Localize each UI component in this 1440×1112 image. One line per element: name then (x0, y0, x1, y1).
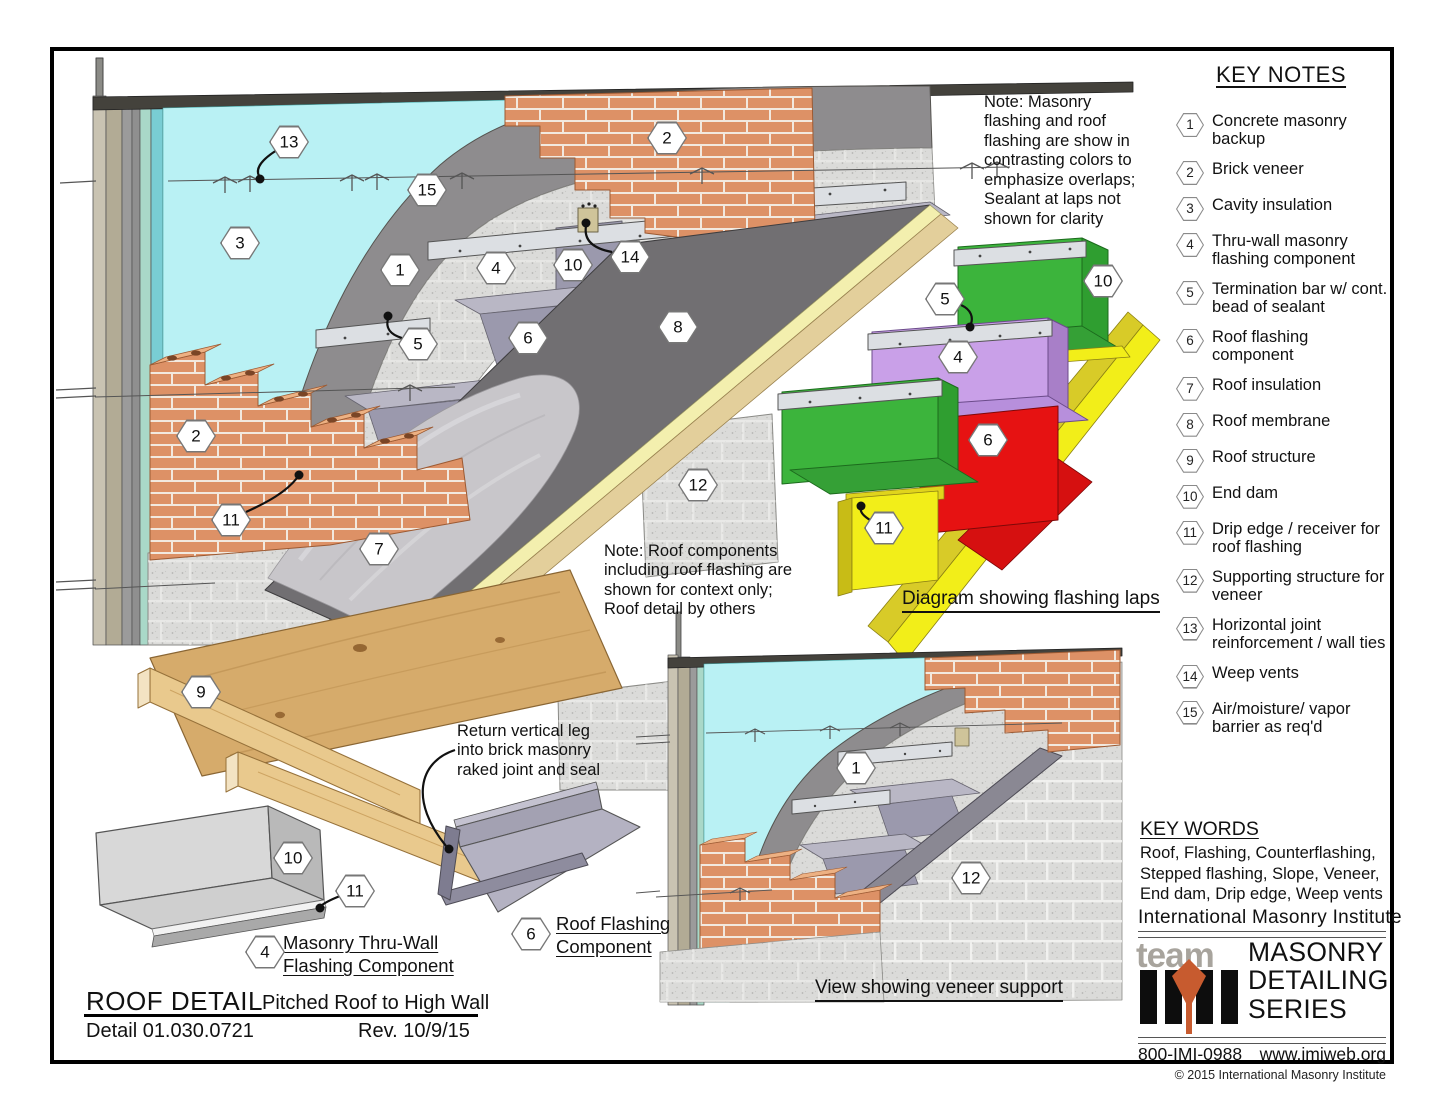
key-note-hex-8: 8 (1176, 412, 1204, 437)
key-words-list: Roof, Flashing, Counterflashing, Stepped… (1140, 844, 1383, 904)
copyright-text: © 2015 International Masonry Institute (1174, 1068, 1386, 1082)
leader-lines (245, 149, 973, 907)
key-note-item-10: 10 End dam (1176, 484, 1391, 509)
return-leg-note: Return vertical leg into brick masonry r… (457, 722, 601, 779)
key-note-hex-1: 1 (1176, 113, 1204, 137)
key-note-item-4: 4 Thru-wall masonry flashing component (1176, 232, 1391, 269)
key-note-item-13: 13 Horizontal joint reinforcement / wall … (1176, 616, 1391, 653)
key-note-hex-7: 7 (1176, 376, 1204, 401)
key-note-item-7: 7 Roof insulation (1176, 376, 1391, 401)
key-note-item-1: 1 Concrete masonry backup (1176, 112, 1391, 149)
revision-date: Rev. 10/9/15 (358, 1020, 470, 1042)
key-note-hex-14: 14 (1176, 664, 1204, 689)
key-note-label: Roof structure (1212, 447, 1316, 466)
key-note-label: Roof flashing component (1212, 327, 1309, 365)
key-notes-title: KEY NOTES (1216, 62, 1347, 87)
sheet-border (50, 47, 1394, 1064)
key-note-hex-2: 2 (1176, 160, 1204, 185)
flashing-laps-caption: Diagram showing flashing laps (902, 588, 1160, 613)
key-note-hex-13: 13 (1176, 616, 1204, 641)
key-note-label: Concrete masonry backup (1212, 112, 1347, 149)
veneer-support-caption: View showing veneer support (815, 977, 1063, 1002)
thru-wall-flashing-label: Masonry Thru-Wall Flashing Component (283, 932, 454, 977)
trowel-handle-icon (1186, 1002, 1192, 1034)
title-rule (84, 1014, 478, 1017)
key-words-title: KEY WORDS (1140, 818, 1259, 840)
key-note-label: Weep vents (1212, 663, 1299, 682)
key-note-label: Cavity insulation (1212, 195, 1333, 214)
key-note-hex-10: 10 (1176, 484, 1204, 509)
key-note-label: Termination bar w/ cont. bead of sealant (1212, 279, 1388, 317)
key-note-label: Roof membrane (1212, 411, 1331, 430)
key-note-item-14: 14 Weep vents (1176, 664, 1391, 689)
rule-top (1138, 931, 1386, 938)
key-note-label: Thru-wall masonry flashing component (1212, 231, 1356, 269)
key-note-label: Roof insulation (1212, 375, 1322, 394)
key-note-item-9: 9 Roof structure (1176, 448, 1391, 473)
key-note-item-5: 5 Termination bar w/ cont. bead of sealan… (1176, 280, 1391, 317)
leader-dots (255, 174, 975, 913)
key-note-hex-12: 12 (1176, 568, 1204, 593)
roof-flashing-component-drawing (437, 781, 641, 913)
masonry-flashing-note: Note: Masonry flashing and roof flashing… (984, 93, 1136, 228)
key-note-label: Air/moisture/ vapor barrier as req'd (1212, 699, 1351, 737)
roof-context-note: Note: Roof components including roof fla… (604, 542, 793, 619)
key-note-item-8: 8 Roof membrane (1176, 412, 1391, 437)
phone-number: 800-IMI-0988 (1138, 1044, 1243, 1064)
key-note-hex-4: 4 (1176, 232, 1204, 257)
key-note-item-2: 2 Brick veneer (1176, 160, 1391, 185)
sheet-subtitle: Pitched Roof to High Wall (262, 992, 490, 1014)
key-note-hex-15: 15 (1176, 700, 1204, 725)
key-note-hex-3: 3 (1176, 196, 1204, 221)
key-note-label: End dam (1212, 483, 1279, 502)
key-note-item-11: 11 Drip edge / receiver for roof flashing (1176, 520, 1391, 557)
veneer-support-drawing (635, 611, 1123, 1006)
key-note-hex-9: 9 (1176, 448, 1204, 473)
key-note-item-6: 6 Roof flashing component (1176, 328, 1391, 365)
key-note-item-15: 15 Air/moisture/ vapor barrier as req'd (1176, 700, 1391, 737)
sheet-title: ROOF DETAIL (86, 986, 263, 1016)
detail-number: Detail 01.030.0721 (86, 1020, 254, 1042)
key-note-hex-11: 11 (1176, 520, 1204, 545)
key-note-label: Brick veneer (1212, 159, 1304, 178)
main-detail-drawing (55, 57, 1134, 887)
key-note-item-12: 12 Supporting structure for veneer (1176, 568, 1391, 605)
roof-flashing-label: Roof Flashing Component (556, 913, 671, 958)
key-note-label: Horizontal joint reinforcement / wall ti… (1212, 615, 1386, 653)
callout-11: 11 (335, 874, 375, 908)
key-note-hex-6: 6 (1176, 328, 1204, 353)
website-url: www.imiweb.org (1259, 1044, 1386, 1064)
key-note-item-3: 3 Cavity insulation (1176, 196, 1391, 221)
key-notes-list: 1 Concrete masonry backup 2 Brick veneer 3 Ca… (1176, 112, 1391, 737)
logo-team-text: team (1136, 936, 1215, 975)
logo-series-text: MASONRY DETAILING SERIES (1248, 937, 1389, 1024)
key-note-hex-5: 5 (1176, 280, 1204, 305)
rule-bottom (1138, 1037, 1386, 1044)
institute-name: International Masonry Institute (1138, 907, 1402, 928)
key-note-label: Supporting structure for veneer (1212, 567, 1385, 605)
key-note-label: Drip edge / receiver for roof flashing (1212, 519, 1380, 557)
